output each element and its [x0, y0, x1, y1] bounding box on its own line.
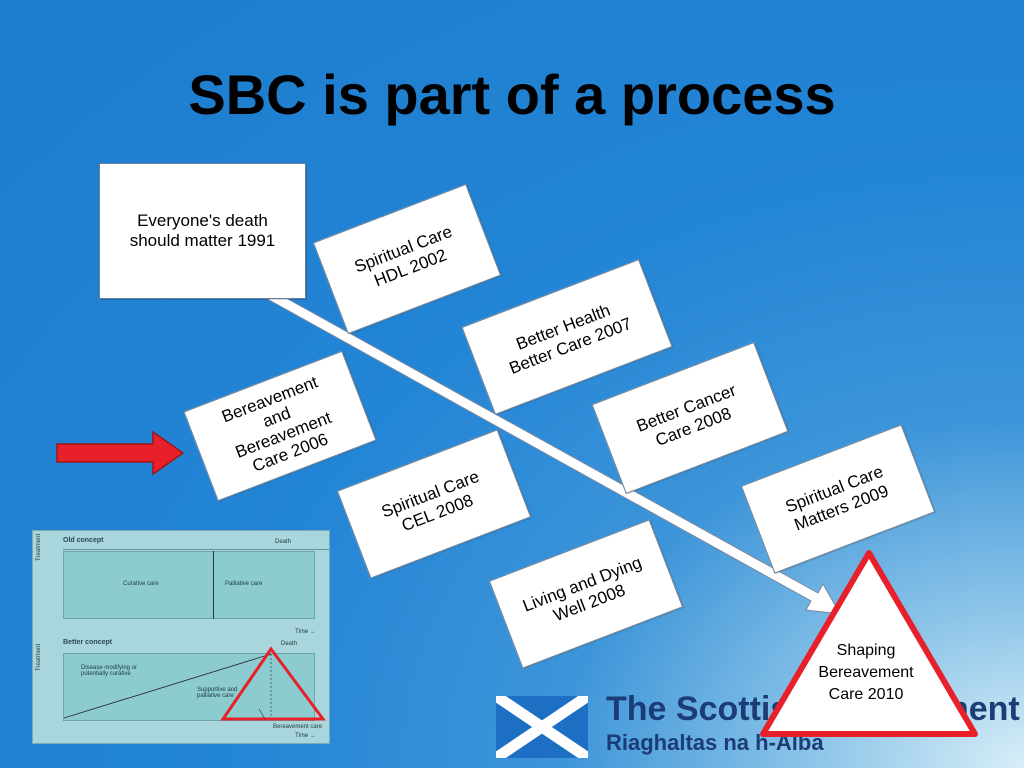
better-death-label: Death — [281, 641, 298, 647]
old-death-label: Death — [275, 539, 292, 545]
old-divider — [213, 551, 214, 619]
curative-care-label: Curative care — [123, 581, 159, 587]
supportive-care-label: Supportive and palliative care — [197, 687, 237, 699]
old-concept-bar — [63, 551, 315, 619]
better-concept-lines — [63, 646, 326, 721]
better-concept-title: Better concept — [63, 639, 113, 646]
triangle-line: Care 2010 — [828, 686, 904, 703]
saltire-flag-icon — [496, 696, 588, 758]
old-concept-frame — [63, 549, 329, 618]
triangle-label: Shaping Bereavement Care 2010 — [796, 640, 936, 706]
triangle-line: Bereavement — [818, 664, 914, 681]
diagram-line: Disease modifying or — [81, 665, 138, 671]
old-concept-title: Old concept — [63, 537, 104, 544]
diagram-line: potentially curative — [81, 671, 131, 677]
box-line: Everyone's death — [137, 211, 268, 230]
better-time-label: Time → — [295, 733, 316, 739]
red-arrow-icon — [56, 430, 185, 476]
disease-modifying-label: Disease modifying or potentially curativ… — [81, 665, 137, 677]
slide-title: SBC is part of a process — [188, 63, 836, 126]
warning-triangle-icon — [760, 550, 978, 737]
bereavement-care-label: Bereavement care — [273, 724, 323, 730]
better-concept-bar — [63, 653, 315, 721]
box-line: should matter 1991 — [129, 231, 276, 250]
box-everyones-death-1991: Everyone's death should matter 1991 — [99, 163, 306, 299]
triangle-line: Shaping — [836, 642, 896, 659]
diagram-line: palliative care — [197, 693, 234, 699]
care-concept-diagram: Old concept Death Treatment Curative car… — [32, 530, 330, 744]
diagram-line: Supportive and — [197, 687, 238, 693]
old-time-label: Time → — [295, 629, 316, 635]
palliative-care-label: Palliative care — [225, 581, 263, 587]
